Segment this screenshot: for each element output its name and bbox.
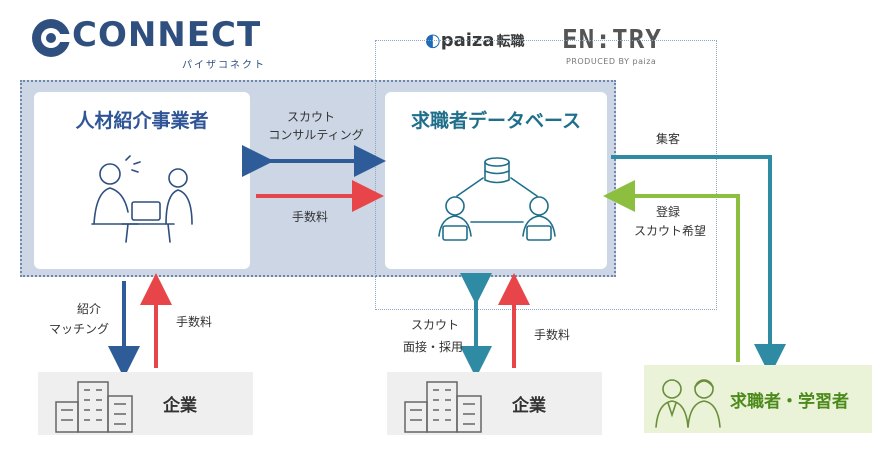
company-left-label: 企業 bbox=[163, 396, 197, 416]
scout-request-label: スカウト希望 bbox=[633, 224, 706, 238]
consultation-illustration-icon bbox=[91, 155, 193, 243]
paiza-suffix: 転職 bbox=[496, 34, 525, 50]
agency-title: 人材紹介事業者 bbox=[75, 110, 209, 132]
connect-logo-text: CONNECT bbox=[72, 15, 262, 55]
introduction-label: 紹介 bbox=[76, 302, 101, 316]
people-icon bbox=[655, 379, 721, 428]
fee-right-label: 手数料 bbox=[533, 328, 570, 342]
seekers-box: 求職者・学習者 bbox=[644, 365, 872, 433]
scout-bottom-label: スカウト bbox=[410, 318, 459, 332]
company-box-left: 企業 bbox=[38, 372, 253, 435]
registration-label: 登録 bbox=[655, 205, 680, 219]
connect-logo-subtitle: パイザコネクト bbox=[182, 60, 266, 71]
connect-logo-icon bbox=[32, 19, 70, 57]
company-right-label: 企業 bbox=[512, 396, 546, 416]
company-box-right: 企業 bbox=[387, 372, 602, 435]
scout-label: スカウト bbox=[286, 110, 335, 124]
database-card: 求職者データベース bbox=[385, 92, 607, 269]
fee-left-label: 手数料 bbox=[175, 315, 212, 329]
seekers-label: 求職者・学習者 bbox=[730, 392, 849, 412]
consulting-label: コンサルティング bbox=[268, 128, 364, 142]
acquisition-label: 集客 bbox=[655, 132, 680, 146]
building-icon bbox=[55, 381, 133, 433]
agency-card: 人材紹介事業者 bbox=[34, 92, 250, 269]
database-title: 求職者データベース bbox=[410, 110, 582, 132]
matching-label: マッチング bbox=[48, 322, 109, 336]
building-icon bbox=[404, 381, 482, 433]
interview-hiring-label: 面接・採用 bbox=[402, 340, 463, 354]
acquisition-arrow bbox=[611, 155, 786, 376]
fee-top-label: 手数料 bbox=[291, 210, 328, 224]
entry-logo-subtitle: PRODUCED BY paiza bbox=[566, 57, 657, 66]
registration-arrow bbox=[603, 180, 740, 362]
database-network-icon bbox=[438, 157, 556, 241]
